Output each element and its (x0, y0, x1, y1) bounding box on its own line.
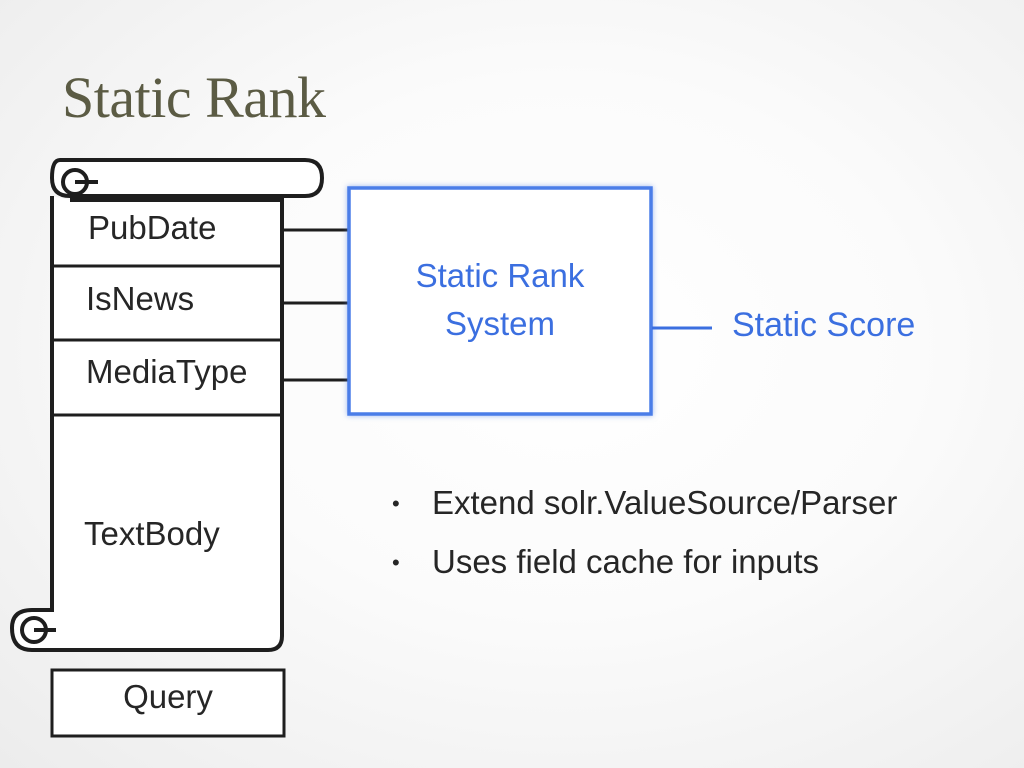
scroll-shape (9, 158, 325, 652)
field-isnews: IsNews (86, 280, 195, 317)
bullet-text: Uses field cache for inputs (432, 543, 820, 580)
field-textbody: TextBody (84, 515, 220, 552)
input-connectors (284, 228, 350, 382)
bullet-text: Extend solr.ValueSource/Parser (432, 484, 898, 521)
field-mediatype: MediaType (86, 353, 248, 390)
slide-title: Static Rank (62, 65, 326, 130)
bullet-dot-icon: • (392, 550, 400, 575)
bullet-item: • Extend solr.ValueSource/Parser (392, 474, 897, 533)
field-pubdate: PubDate (88, 209, 217, 246)
static-score-label: Static Score (732, 306, 916, 344)
system-label: Static Rank System (350, 252, 650, 348)
static-rank-system-box (347, 186, 653, 416)
bullet-list: • Extend solr.ValueSource/Parser • Uses fi… (392, 474, 897, 592)
scroll-dividers (52, 264, 282, 417)
system-label-line1: Static Rank (415, 257, 585, 294)
system-label-line2: System (444, 305, 556, 342)
bullet-item: • Uses field cache for inputs (392, 533, 897, 592)
query-label: Query (123, 678, 213, 715)
query-box (50, 668, 286, 738)
bullet-dot-icon: • (392, 491, 400, 516)
